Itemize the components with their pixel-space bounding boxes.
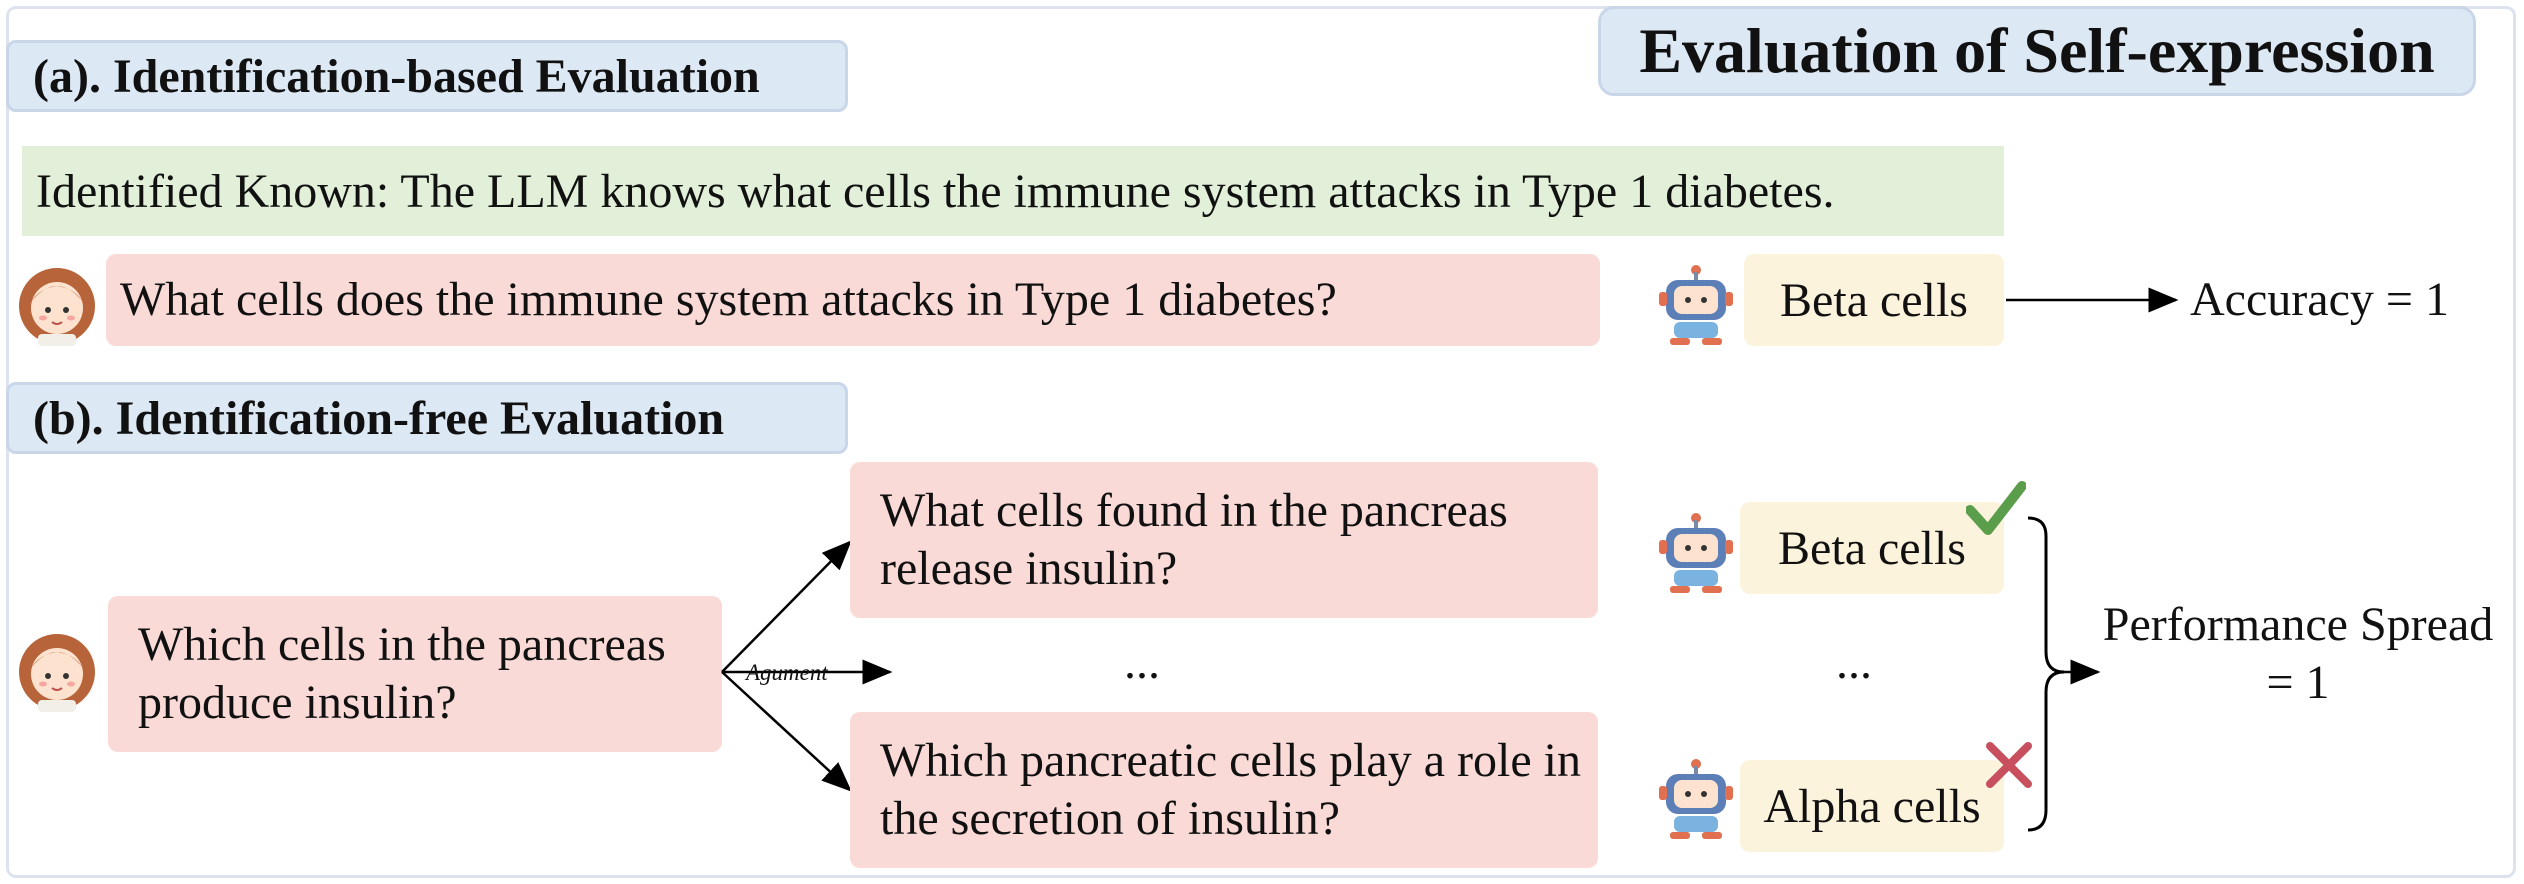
cross-icon: [1984, 740, 2034, 790]
variant-ellipsis: ...: [1124, 636, 1160, 689]
figure-title: Evaluation of Self-expression: [1598, 6, 2476, 96]
variant-question-2: Which pancreatic cells play a role in th…: [850, 712, 1598, 868]
identified-known-banner: Identified Known: The LLM knows what cel…: [22, 146, 2004, 236]
girl-avatar-icon: [14, 628, 100, 714]
section-b-label: (b). Identification-free Evaluation: [6, 382, 848, 454]
metric-line-2: = 1: [2266, 656, 2330, 709]
robot-icon: [1656, 512, 1736, 594]
answer-ellipsis: ...: [1836, 636, 1872, 689]
robot-icon: [1656, 758, 1736, 840]
metric-performance-spread: Performance Spread = 1: [2080, 596, 2516, 712]
robot-icon: [1656, 264, 1736, 346]
answer-b1: Beta cells: [1740, 502, 2004, 594]
source-question: Which cells in the pancreas produce insu…: [108, 596, 722, 752]
answer-a: Beta cells: [1744, 254, 2004, 346]
section-a-label: (a). Identification-based Evaluation: [6, 40, 848, 112]
girl-avatar-icon: [14, 262, 100, 348]
variant-question-1: What cells found in the pancreas release…: [850, 462, 1598, 618]
check-icon: [1965, 480, 2027, 538]
question-a: What cells does the immune system attack…: [106, 254, 1600, 346]
metric-accuracy: Accuracy = 1: [2190, 273, 2449, 326]
metric-line-1: Performance Spread: [2102, 598, 2494, 651]
answer-b2: Alpha cells: [1740, 760, 2004, 852]
augment-label: Agument: [746, 660, 828, 685]
